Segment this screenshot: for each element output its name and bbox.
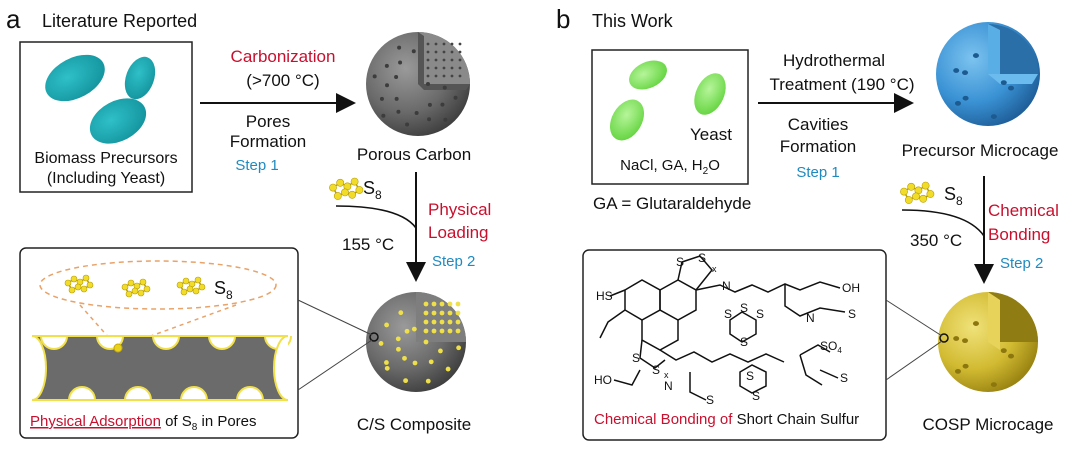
step2-tag-b: Step 2 — [1000, 255, 1043, 272]
ga-definition: GA = Glutaraldehyde — [593, 194, 751, 213]
panel-a-title: Literature Reported — [42, 11, 197, 31]
panel-a-letter: a — [6, 4, 21, 34]
treatment-label: Treatment (190 °C) — [769, 75, 914, 94]
chemical-bonding-inset — [582, 249, 887, 441]
cosp-structure-labels: HS S S x N OH N S S S S S S S x SO4 HO N… — [594, 251, 860, 407]
svg-text:HS: HS — [596, 289, 613, 303]
formation-label-b: Formation — [780, 137, 857, 156]
chemical-label: Chemical — [988, 201, 1059, 220]
cosp-microcage-sphere — [938, 292, 1038, 392]
svg-text:S: S — [840, 371, 848, 385]
step2-temp-a: 155 °C — [342, 235, 394, 254]
s8-molecule-b — [900, 181, 935, 204]
svg-text:S: S — [676, 255, 684, 269]
cs-composite-sphere — [366, 292, 466, 392]
pores-label: Pores — [246, 112, 290, 131]
yeast-cells — [609, 60, 726, 141]
svg-text:S: S — [706, 393, 714, 407]
formation-label-a: Formation — [230, 132, 307, 151]
panel-b-title: This Work — [592, 11, 674, 31]
step2-tag-a: Step 2 — [432, 253, 475, 270]
svg-text:N: N — [806, 311, 815, 325]
s8-joining-curve-a — [335, 205, 417, 229]
svg-text:SO4: SO4 — [820, 339, 842, 355]
biomass-label-1: Biomass Precursors — [34, 150, 177, 167]
physical-label: Physical — [428, 200, 491, 219]
cs-composite-label: C/S Composite — [357, 415, 471, 434]
step1-tag-b: Step 1 — [796, 164, 839, 181]
cosp-microcage-label: COSP Microcage — [922, 415, 1053, 434]
svg-text:S: S — [746, 369, 754, 383]
svg-text:S: S — [740, 301, 748, 315]
reagents-label: NaCl, GA, H2O — [620, 157, 720, 177]
step2-temp-b: 350 °C — [910, 231, 962, 250]
svg-text:S: S — [652, 363, 660, 377]
cosp-structure — [599, 255, 846, 401]
svg-text:x: x — [664, 370, 669, 380]
yeast-label: Yeast — [690, 125, 732, 144]
step1-tag-a: Step 1 — [235, 157, 278, 174]
s8-label-b: S8 — [944, 184, 963, 208]
s8-cloud-ellipse — [39, 260, 277, 310]
biomass-cells — [45, 54, 156, 144]
hydrothermal-label: Hydrothermal — [783, 51, 885, 70]
carbonization-label: Carbonization — [231, 47, 336, 66]
bonding-label: Bonding — [988, 225, 1050, 244]
loading-label: Loading — [428, 223, 489, 242]
svg-text:HO: HO — [594, 373, 612, 387]
svg-text:S: S — [698, 251, 706, 265]
svg-text:S: S — [752, 389, 760, 403]
svg-text:S: S — [740, 335, 748, 349]
s8-molecule-a — [329, 177, 364, 200]
biomass-label-2: (Including Yeast) — [47, 170, 165, 187]
svg-text:S: S — [632, 351, 640, 365]
s8-label-a: S8 — [363, 178, 382, 202]
porous-carbon-label: Porous Carbon — [357, 145, 471, 164]
cavities-label: Cavities — [788, 115, 848, 134]
precursor-microcage-label: Precursor Microcage — [902, 141, 1059, 160]
svg-text:N: N — [664, 379, 673, 393]
chemical-bonding-caption: Chemical Bonding of Short Chain Sulfur — [594, 411, 859, 428]
carbon-slab — [31, 335, 292, 401]
panel-b-letter: b — [556, 4, 570, 34]
s8-joining-curve-b — [901, 209, 985, 237]
s8-inset-label: S8 — [214, 278, 233, 302]
s8-inset-molecules — [64, 274, 206, 298]
svg-text:N: N — [722, 279, 731, 293]
svg-text:S: S — [756, 307, 764, 321]
adsorption-caption: Physical Adsorption of S8 in Pores — [30, 413, 257, 433]
carbonization-temp: (>700 °C) — [246, 71, 319, 90]
precursor-microcage-sphere — [936, 22, 1040, 126]
svg-text:S: S — [848, 307, 856, 321]
porous-carbon-sphere — [366, 32, 470, 136]
svg-text:x: x — [712, 264, 717, 274]
svg-text:S: S — [724, 307, 732, 321]
svg-text:OH: OH — [842, 281, 860, 295]
